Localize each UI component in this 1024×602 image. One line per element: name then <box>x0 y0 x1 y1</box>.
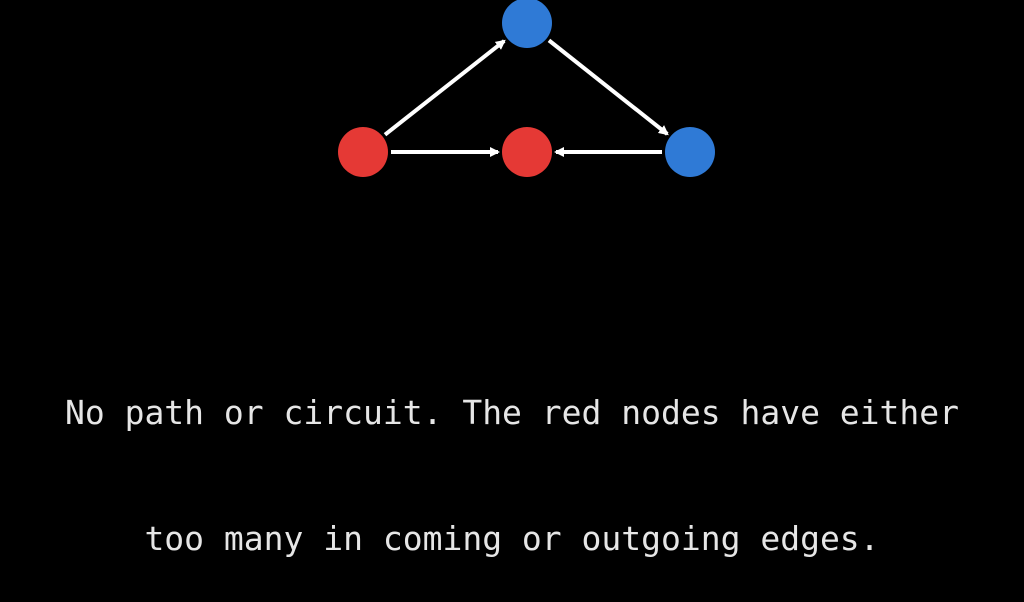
node-red-center <box>502 127 552 177</box>
edge-blue-top-to-blue-right <box>547 38 669 136</box>
node-blue-right <box>665 127 715 177</box>
caption-line-2: too many in coming or outgoing edges. <box>144 519 880 558</box>
graph-diagram <box>338 0 715 177</box>
nodes-layer <box>338 0 715 177</box>
node-red-left <box>338 127 388 177</box>
caption-line-1: No path or circuit. The red nodes have e… <box>64 393 960 432</box>
caption: No path or circuit. The red nodes have e… <box>0 308 1024 602</box>
edges-layer <box>383 38 669 157</box>
edge-red-left-to-blue-top <box>383 39 506 137</box>
node-blue-top <box>502 0 552 48</box>
